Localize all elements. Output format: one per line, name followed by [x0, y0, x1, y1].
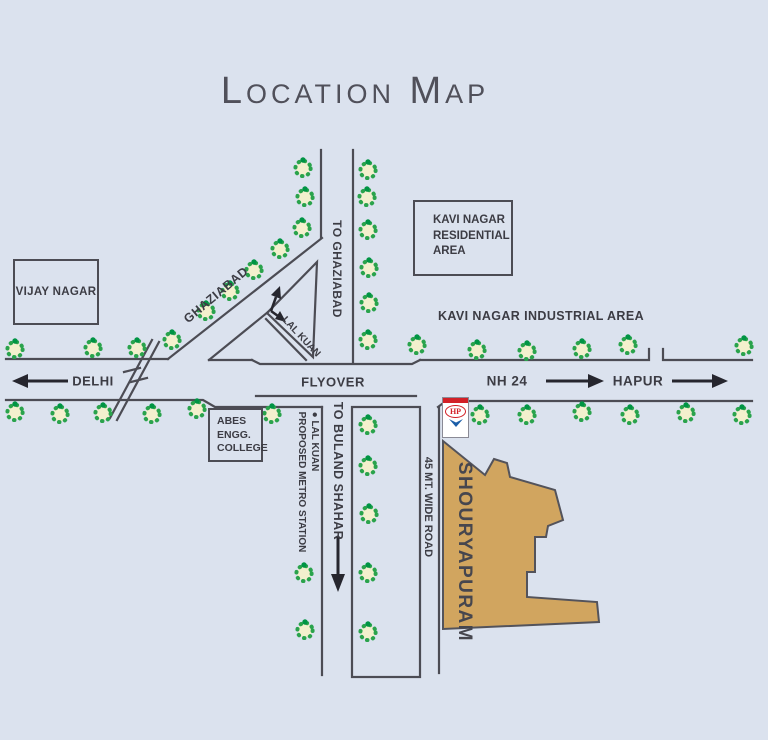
median-island-rect [350, 405, 422, 679]
tree-icon [358, 158, 378, 180]
kavi-nagar-residential-box: KAVI NAGAR RESIDENTIAL AREA [413, 200, 513, 276]
buland-shahar-arrow [331, 536, 345, 592]
tree-icon [732, 403, 752, 425]
delhi-label: DELHI [72, 373, 114, 389]
vijay-nagar-label: VIJAY NAGAR [15, 286, 97, 298]
tree-icon [572, 337, 592, 359]
tree-icon [734, 334, 754, 356]
tree-icon [93, 401, 113, 423]
tree-icon [358, 620, 378, 642]
tree-icon [517, 403, 537, 425]
tree-icon [359, 256, 379, 278]
shouryapuram-label: SHOURYAPURAM [454, 461, 475, 643]
page-title: Location Map [220, 70, 490, 112]
tree-icon [127, 336, 147, 358]
nh24-top-edge-east [418, 347, 754, 362]
ghaziabad-road-upper-line [166, 236, 324, 361]
tree-icon [292, 216, 312, 238]
direction-arrows [12, 286, 728, 592]
tree-icon [572, 400, 592, 422]
abes-college-line: COLLEGE [217, 442, 268, 454]
flyover-label: FLYOVER [301, 374, 365, 390]
delhi-arrow [12, 374, 68, 388]
trees-layer [5, 156, 754, 642]
kavi-residential-line: AREA [433, 245, 466, 257]
hp-petrol-pump-logo: HP [442, 397, 469, 438]
tree-icon [359, 502, 379, 524]
metro-station-line2: PROPOSED METRO STATION [296, 411, 307, 553]
nh24-bottom-edge-east [436, 399, 754, 409]
nh24-arrow [546, 374, 604, 388]
tree-icon [358, 454, 378, 476]
ghaziabad-road-lower-line [207, 310, 270, 362]
shouryapuram-site-polygon [442, 438, 601, 631]
abes-college-line: ABES [217, 415, 247, 427]
kavi-industrial-label: KAVI NAGAR INDUSTRIAL AREA [437, 309, 645, 323]
tree-icon [270, 237, 290, 259]
tree-icon [142, 402, 162, 424]
tree-icon [359, 291, 379, 313]
tree-icon [618, 333, 638, 355]
abes-college-line: ENGG. [217, 428, 251, 441]
hapur-arrow [672, 374, 728, 388]
abes-college-box: ABES ENGG. COLLEGE [208, 408, 268, 462]
tree-icon [293, 156, 313, 178]
junction-split-arrows [269, 286, 286, 322]
wide-road-label: 45 MT. WIDE ROAD [422, 456, 434, 558]
nh24-label: NH 24 [486, 373, 528, 389]
railway-tick-2 [129, 376, 149, 384]
to-ghaziabad-label: TO GHAZIABAD [330, 220, 344, 318]
hapur-label: HAPUR [612, 373, 664, 389]
tree-icon [295, 618, 315, 640]
tree-icon [50, 402, 70, 424]
to-buland-shahar-label: TO BULAND SHAHAR [331, 401, 345, 541]
tree-icon [5, 400, 25, 422]
vijay-nagar-box: VIJAY NAGAR [13, 259, 99, 325]
tree-icon [470, 403, 490, 425]
tree-icon [357, 185, 377, 207]
hp-wings-icon [448, 419, 463, 427]
kavi-residential-line: RESIDENTIAL [433, 229, 510, 242]
metro-station-label: ● LAL KUAN PROPOSED METRO STATION [295, 412, 321, 553]
tree-icon [162, 328, 182, 350]
tree-icon [358, 328, 378, 350]
tree-icon [187, 397, 207, 419]
tree-icon [467, 338, 487, 360]
tree-icon [295, 185, 315, 207]
metro-station-line1: ● LAL KUAN [309, 411, 320, 472]
flyover-top-line [250, 358, 422, 366]
tree-icon [517, 339, 537, 361]
tree-icon [358, 413, 378, 435]
junction-island-triangle [265, 259, 319, 360]
tree-icon [407, 333, 427, 355]
kavi-residential-line: KAVI NAGAR [433, 214, 505, 226]
railway-line-1 [108, 338, 154, 420]
tree-icon [358, 218, 378, 240]
hp-logo-text: HP [444, 405, 467, 418]
tree-icon [358, 561, 378, 583]
tree-icon [620, 403, 640, 425]
lal-kuan-road-lower-line [264, 317, 308, 362]
tree-icon [5, 337, 25, 359]
hp-banner [443, 398, 468, 403]
tree-icon [294, 561, 314, 583]
railway-tick-1 [122, 366, 142, 374]
tree-icon [83, 336, 103, 358]
tree-icon [676, 401, 696, 423]
road-network [4, 148, 754, 679]
